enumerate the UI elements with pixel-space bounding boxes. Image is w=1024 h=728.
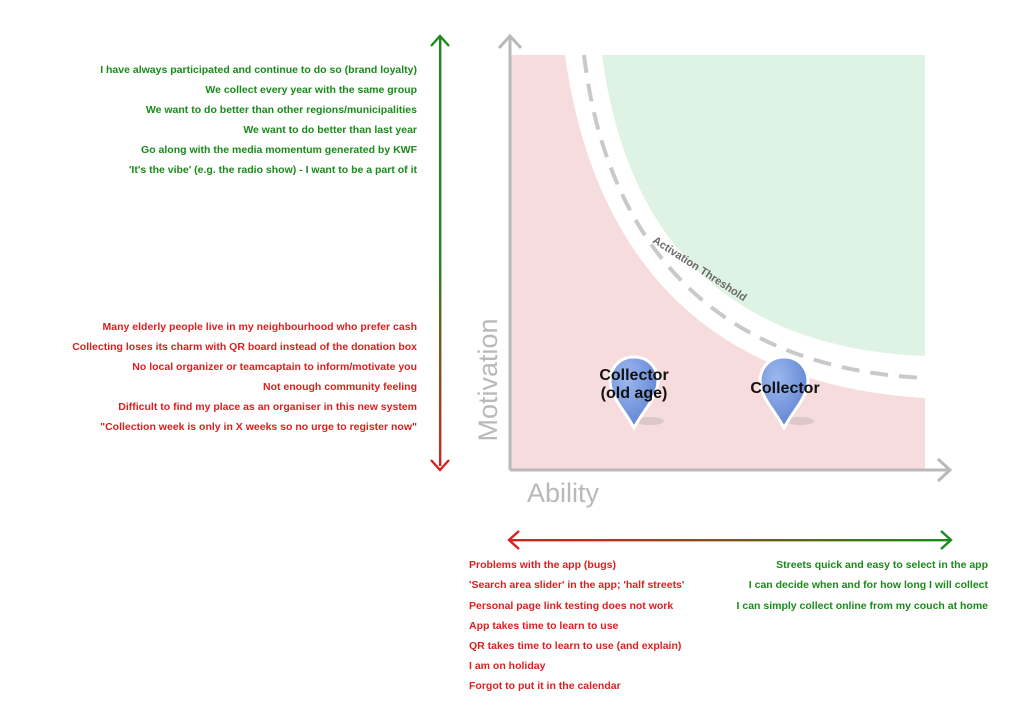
- motivation-negative-item: Collecting loses its charm with QR board…: [72, 341, 417, 353]
- motivation-gradient-arrow: [430, 34, 450, 472]
- motivation-positive-item: We want to do better than other regions/…: [145, 104, 417, 116]
- ability-negative-item: App takes time to learn to use: [469, 620, 619, 632]
- collector-line1: Collector: [750, 380, 820, 397]
- ability-axis-label: Ability: [527, 478, 600, 508]
- collector-old-age-line1: Collector: [599, 367, 669, 384]
- motivation-axis-label: Motivation: [473, 318, 503, 442]
- motivation-positive-item: 'It's the vibe' (e.g. the radio show) - …: [128, 164, 417, 176]
- ability-positive-item: I can decide when and for how long I wil…: [748, 579, 988, 591]
- motivation-negative-item: Not enough community feeling: [263, 381, 417, 393]
- ability-negative-item: 'Search area slider' in the app; 'half s…: [469, 579, 685, 591]
- activation-threshold-curve: [582, 54, 926, 380]
- motivation-positive-item: I have always participated and continue …: [100, 64, 417, 76]
- collector-old-age-label: Collector (old age): [584, 367, 684, 403]
- ability-negative-item: Forgot to put it in the calendar: [469, 680, 621, 692]
- chart-axes: [497, 33, 953, 483]
- ability-positive-item: I can simply collect online from my couc…: [736, 600, 988, 612]
- ability-gradient-arrow: [507, 530, 953, 550]
- ability-negative-item: QR takes time to learn to use (and expla…: [469, 640, 682, 652]
- motivation-negative-item: "Collection week is only in X weeks so n…: [100, 421, 417, 433]
- motivation-positive-item: Go along with the media momentum generat…: [141, 144, 417, 156]
- collector-old-age-line2: (old age): [600, 385, 668, 402]
- collector-pin: [758, 355, 814, 432]
- motivation-negative-item: Difficult to find my place as an organis…: [118, 401, 417, 413]
- above-threshold-area: [602, 55, 925, 356]
- ability-negative-item: Personal page link testing does not work: [469, 600, 674, 612]
- ability-positive-item: Streets quick and easy to select in the …: [776, 559, 988, 571]
- ability-negative-item: Problems with the app (bugs): [469, 559, 617, 571]
- motivation-negative-item: Many elderly people live in my neighbour…: [102, 321, 417, 333]
- ability-negative-item: I am on holiday: [469, 660, 546, 672]
- motivation-negative-item: No local organizer or teamcaptain to inf…: [132, 361, 417, 373]
- motivation-positive-item: We collect every year with the same grou…: [205, 84, 417, 96]
- collector-label: Collector: [735, 380, 835, 398]
- motivation-positive-item: We want to do better than last year: [243, 124, 417, 136]
- collector-old-age-pin: [608, 355, 664, 432]
